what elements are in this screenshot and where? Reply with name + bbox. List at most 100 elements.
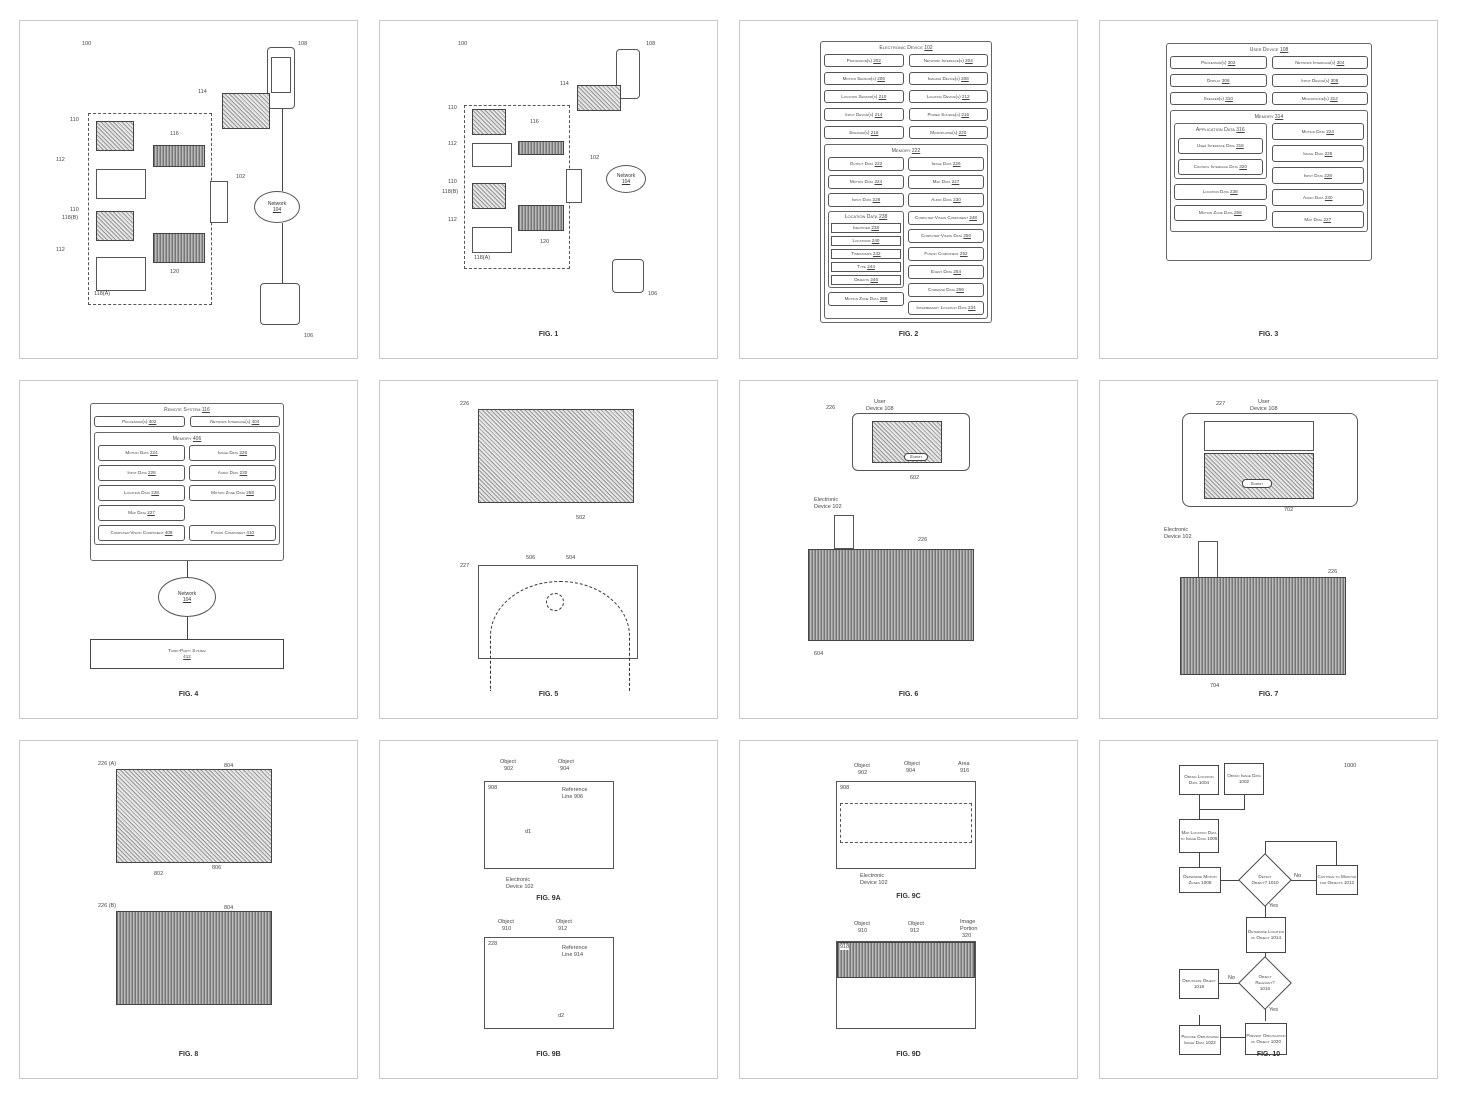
camera-image [222,93,270,129]
component-label: Image Data 226 [931,161,961,166]
figure-1-panel[interactable]: 100 108 114 110 116 112 102 110 118(B) N… [379,20,718,359]
component-label: Locations 240 [852,238,880,243]
component-label: Power Source(s) 216 [927,111,970,117]
memory-title: Memory 222 [891,148,921,154]
component-number: 216 [961,111,970,117]
ref-label: 102 [590,155,600,161]
ref-label: Object [498,919,514,925]
fisheye-image-b [116,911,272,1005]
ref-label: 320 [962,933,972,939]
component-box: Map Data 227 [908,175,984,189]
component-number: 404 [251,418,260,424]
component-label: Input Data 228 [127,470,156,475]
figure-10-panel[interactable]: 1000 Obtain Location Data 1004 Obtain Im… [1099,740,1438,1079]
step-obtain-location-data: Obtain Location Data 1004 [1179,765,1219,795]
component-box: Audio Data 230 [908,193,984,207]
camera-image [96,121,134,151]
network-label: Network [616,173,636,179]
component-number: 226 [1324,150,1333,156]
component-number: 226 [239,450,248,455]
component-number: 410 [246,530,255,535]
ref-label: 902 [858,770,868,776]
ref-label: Object [556,919,572,925]
component-label: Output Data 222 [849,161,883,166]
map-screen [1204,421,1314,451]
figure-caption: FIG. 2 [898,331,919,338]
ref-label: 112 [56,247,65,253]
phone-screen [271,57,291,93]
ref-label: 502 [576,515,586,521]
figure-9ab-panel[interactable]: Object 902 Object 904 Reference Line 906… [379,740,718,1079]
component-number: 238 [1230,189,1238,194]
fisheye-image-a [116,769,272,863]
component-box: Processor(s) 202 [824,54,904,67]
component-number: 228 [872,197,881,202]
figure-caption: FIG. 5 [538,691,559,698]
ref-label: 112 [448,141,457,147]
figure-9cd-panel[interactable]: Object 902 Object 904 Area 916 908 Elect… [739,740,1078,1079]
component-box: Motion Sensor(s) 206 [824,72,904,85]
ref-label: 908 [840,785,850,791]
figure-1-variant-panel[interactable]: 100 108 114 110 116 112 102 110 118(B) N… [19,20,358,359]
component-number: 254 [953,269,961,274]
component-number: 222 [874,161,883,166]
component-box: Imaging Device(s) 208 [908,72,988,85]
ref-label: 702 [1284,507,1294,513]
map-image-9a [484,781,614,869]
header-number: 108 [1279,47,1289,53]
ref-label: 100 [458,41,468,47]
component-box: Processor(s) 302 [1170,56,1267,69]
component-label: Processor(s) 402 [122,418,157,424]
ref-label: Reference [562,787,588,793]
figure-8-panel[interactable]: 226 (A) 804 802 806 226 (B) 804 FIG. 8 [19,740,358,1079]
component-label: Motion Data 224 [125,450,158,455]
ref-label: 910 [858,928,868,934]
component-number: 258 [1234,210,1242,215]
component-label: Audio Data 230 [1303,194,1333,200]
component-box: Output Data 222 [828,157,904,171]
component-box: Map Data 227 [1271,211,1364,228]
component-box: Type 244 [831,262,901,272]
component-label: Motion Zone Data 258 [1198,210,1242,215]
ref-label: d1 [525,829,532,835]
component-label: Input Device(s) 214 [845,111,883,117]
figure-7-panel[interactable]: 227 User Device 108 Submit 702 Electroni… [1099,380,1438,719]
component-number: 230 [1324,194,1333,200]
submit-button[interactable]: Submit [904,453,928,461]
motion-zone-arc [490,581,630,691]
ref-label: 506 [526,555,536,561]
ref-label: Line 906 [562,794,584,800]
header-number: 222 [911,148,921,154]
ref-label: 120 [540,239,550,245]
diagram-title: User Device 108 [1249,47,1289,53]
component-number: 408 [164,530,173,535]
component-number: 202 [873,57,881,63]
component-number: 227 [951,179,960,184]
component-number: 240 [871,238,880,243]
component-number: 210 [878,93,887,99]
diagram-title: Remote System 116 [164,407,210,413]
figure-6-panel[interactable]: 226 User Device 108 Submit 602 Electroni… [739,380,1078,719]
ref-label: 704 [1210,683,1220,689]
ref-label: Electronic [506,877,531,883]
figure-caption: FIG. 6 [898,691,919,698]
component-label: Processor(s) 202 [846,57,881,63]
figure-5-panel[interactable]: 226 502 227 506 504 FIG. 5 [379,380,718,719]
header-number: 238 [878,214,888,220]
component-box: Computer-Vision Component 408 [98,525,185,541]
area-dashed-box [840,803,972,843]
image-portion-obfuscated [837,942,975,978]
component-label: Computer-Vision Data 250 [920,233,971,238]
submit-button[interactable]: Submit [1242,479,1272,488]
component-label: Audio Data 230 [931,197,961,202]
electronic-device [210,181,228,223]
